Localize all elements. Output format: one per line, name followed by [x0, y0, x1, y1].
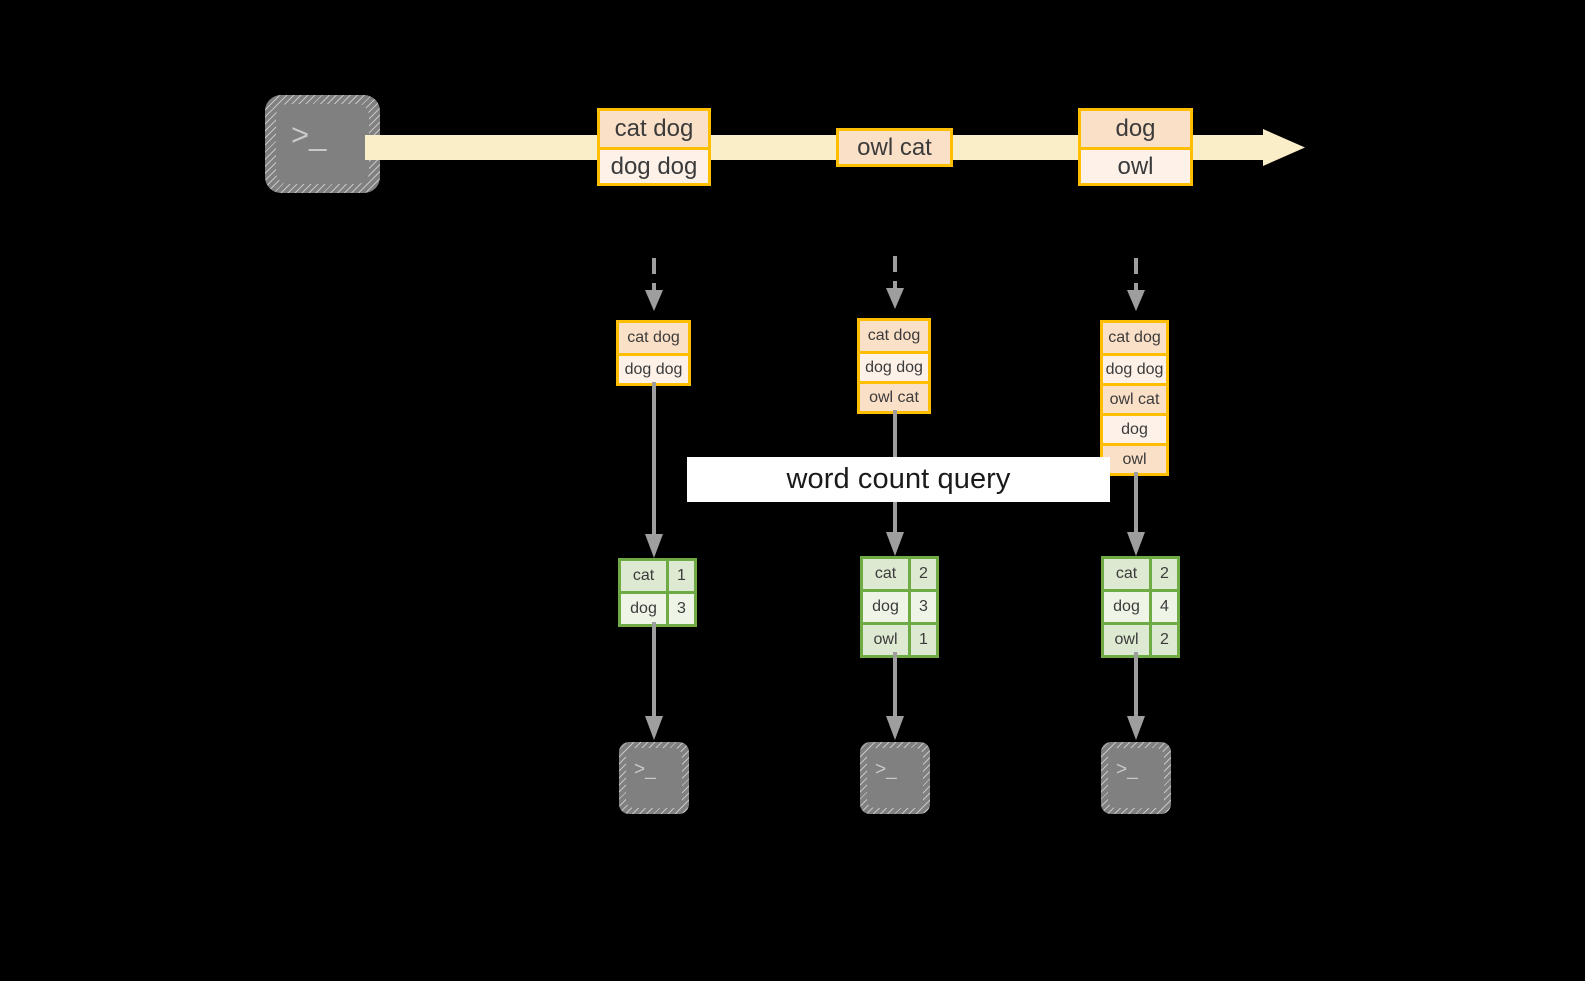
record-line: owl [1081, 147, 1190, 183]
terminal-prompt-glyph: >_ [634, 759, 656, 780]
result-word: owl [863, 625, 908, 655]
batch-line: owl cat [860, 381, 928, 411]
result-count: 2 [908, 559, 936, 589]
batch-line: dog dog [860, 351, 928, 381]
result-table: cat 2 dog 4 owl 2 [1101, 556, 1180, 658]
result-count: 2 [1149, 625, 1177, 655]
terminal-screen [276, 104, 369, 184]
sink-terminal-icon: >_ [860, 742, 930, 814]
query-label-banner: word count query [687, 457, 1110, 502]
result-word: dog [621, 594, 666, 624]
result-word: dog [863, 592, 908, 622]
terminal-screen [867, 748, 923, 808]
batch-line: owl cat [1103, 383, 1166, 413]
result-count: 3 [908, 592, 936, 622]
result-word: cat [1104, 559, 1149, 589]
result-count: 1 [908, 625, 936, 655]
dashed-connector-arrow [1123, 258, 1149, 318]
result-count: 4 [1149, 592, 1177, 622]
terminal-screen [626, 748, 682, 808]
terminal-prompt-glyph: >_ [291, 117, 327, 152]
result-count: 3 [666, 594, 694, 624]
stream-record: owl cat [836, 128, 953, 167]
dashed-connector-arrow [882, 256, 908, 316]
result-word: owl [1104, 625, 1149, 655]
terminal-screen [1108, 748, 1164, 808]
sink-connector-arrow [641, 622, 667, 744]
sink-terminal-icon: >_ [1101, 742, 1171, 814]
sink-connector-arrow [882, 652, 908, 744]
source-terminal-icon: >_ [265, 95, 380, 193]
record-line: dog dog [600, 147, 708, 183]
result-word: cat [863, 559, 908, 589]
result-table: cat 1 dog 3 [618, 558, 697, 627]
stream-record: dog owl [1078, 108, 1193, 186]
record-line: owl cat [839, 131, 950, 164]
sink-terminal-icon: >_ [619, 742, 689, 814]
result-count: 2 [1149, 559, 1177, 589]
terminal-prompt-glyph: >_ [1116, 759, 1138, 780]
batch-line: dog dog [619, 353, 688, 383]
dashed-connector-arrow [641, 258, 667, 318]
batch-line: cat dog [1103, 323, 1166, 353]
batch-line: dog dog [1103, 353, 1166, 383]
batch-stack: cat dog dog dog owl cat [857, 318, 931, 414]
sink-connector-arrow [1123, 652, 1149, 744]
result-word: dog [1104, 592, 1149, 622]
query-connector-arrow [641, 382, 667, 562]
batch-line: cat dog [619, 323, 688, 353]
query-label: word count query [786, 463, 1011, 495]
result-table: cat 2 dog 3 owl 1 [860, 556, 939, 658]
batch-stack: cat dog dog dog owl cat dog owl [1100, 320, 1169, 476]
result-row: dog 4 [1104, 589, 1177, 622]
result-row: cat 2 [1104, 559, 1177, 589]
result-word: cat [621, 561, 666, 591]
batch-line: cat dog [860, 321, 928, 351]
result-count: 1 [666, 561, 694, 591]
result-row: owl 1 [863, 622, 936, 655]
record-line: cat dog [600, 111, 708, 147]
batch-stack: cat dog dog dog [616, 320, 691, 386]
stream-record: cat dog dog dog [597, 108, 711, 186]
result-row: owl 2 [1104, 622, 1177, 655]
result-row: cat 1 [621, 561, 694, 591]
query-connector-arrow [1123, 472, 1149, 560]
batch-line: dog [1103, 413, 1166, 443]
result-row: cat 2 [863, 559, 936, 589]
batch-line: owl [1103, 443, 1166, 473]
record-line: dog [1081, 111, 1190, 147]
terminal-prompt-glyph: >_ [875, 759, 897, 780]
result-row: dog 3 [621, 591, 694, 624]
result-row: dog 3 [863, 589, 936, 622]
